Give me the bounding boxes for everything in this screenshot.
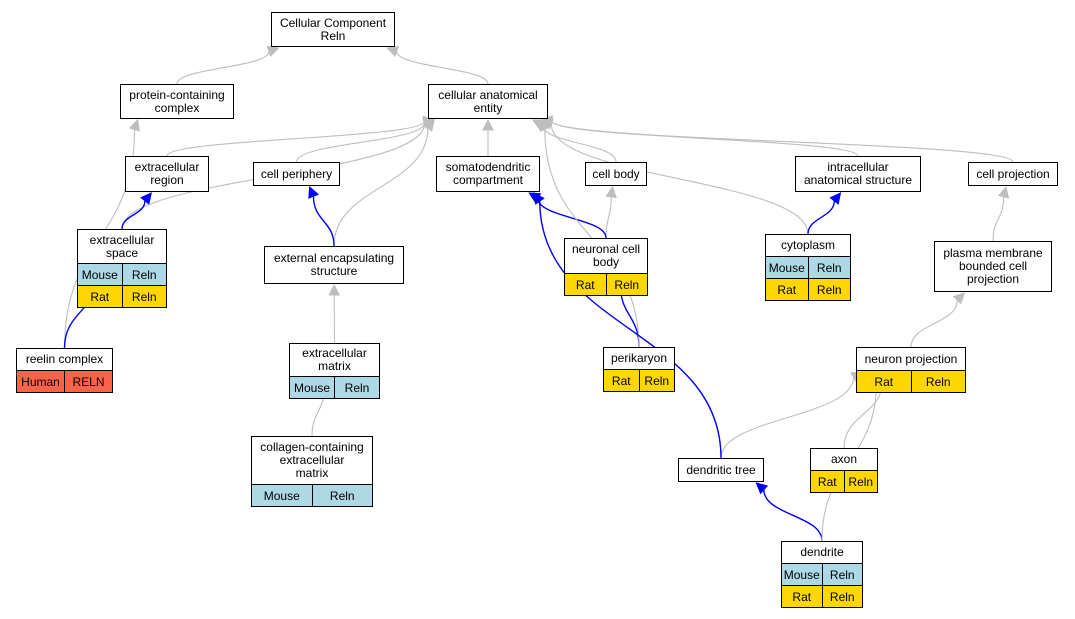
annotation-species: Mouse (252, 485, 312, 506)
node-dendritic-tree[interactable]: dendritic tree (678, 458, 764, 482)
annotation-table-axon: Rat Reln (810, 471, 878, 493)
annotation-gene: Reln (605, 274, 647, 295)
node-cytoplasm[interactable]: cytoplasm (765, 234, 851, 257)
node-cell-periphery[interactable]: cell periphery (253, 162, 340, 186)
arrowhead-neuron-projection-to-plasma-membrane-projection (952, 292, 966, 305)
node-cc-root[interactable]: Cellular Component Reln (271, 12, 395, 47)
annotation-table-neuron-projection: Rat Reln (856, 371, 966, 393)
node-extracellular-region[interactable]: extracellular region (125, 156, 209, 192)
annotation-gene: Reln (121, 286, 166, 307)
edge-cellular-anatomical-entity-to-cc-root (396, 51, 489, 85)
edge-protein-complex-to-cc-root (176, 51, 270, 85)
annotation-species: Mouse (290, 377, 334, 398)
arrowhead-protein-complex-to-cc-root (266, 46, 280, 57)
edge-external-encapsulating-to-cell-periphery (312, 196, 335, 247)
annotation-gene: Reln (311, 485, 372, 506)
edge-cytoplasm-to-intracellular (807, 200, 835, 235)
node-extracellular-matrix[interactable]: extracellular matrix (289, 343, 380, 377)
annotation-table-cytoplasm: Rat Reln (765, 279, 851, 301)
annotation-gene: RELN (64, 371, 112, 392)
node-plasma-membrane-bounded-cell-projection[interactable]: plasma membrane bounded cell projection (934, 241, 1052, 292)
edge-cell-projection-to-cellular-anatomical-entity (551, 120, 1014, 163)
annotation-gene: Reln (821, 586, 862, 607)
arrowhead-neuronal-cell-body-to-cell-body (605, 185, 617, 199)
annotation-species: Human (17, 371, 64, 392)
annotation-table-cytoplasm: Mouse Reln (765, 257, 851, 279)
edge-cytoplasm-to-cellular-anatomical-entity (550, 123, 809, 235)
edge-external-encapsulating-to-cellular-anatomical-entity (333, 127, 429, 247)
edge-neuron-projection-to-plasma-membrane-projection (910, 300, 958, 348)
arrowhead-reelin-complex-to-protein-complex (128, 118, 140, 132)
arrowhead-external-encapsulating-to-cell-periphery (308, 185, 320, 199)
annotation-species: Rat (811, 471, 844, 492)
arrowhead-dendritic-tree-to-somatodendritic (533, 192, 545, 205)
annotation-gene: Reln (334, 377, 379, 398)
arrowhead-extracellular-matrix-to-external-encapsulating (328, 283, 341, 296)
annotation-species: Rat (782, 586, 822, 607)
node-intracellular-anatomical-structure[interactable]: intracellular anatomical structure (795, 156, 921, 192)
annotation-table-dendrite: Rat Reln (781, 586, 863, 608)
edge-extracellular-region-to-cellular-anatomical-entity (166, 120, 425, 157)
node-external-encapsulating-structure[interactable]: external encapsulating structure (264, 246, 404, 284)
annotation-species: Mouse (766, 257, 808, 278)
edge-plasma-membrane-projection-to-cell-projection (992, 196, 1005, 242)
annotation-species: Mouse (78, 264, 122, 285)
annotation-table-extracellular-space: Mouse Reln (77, 264, 167, 286)
node-reelin-complex[interactable]: reelin complex (16, 348, 113, 371)
node-collagen-containing-extracellular-matrix[interactable]: collagen-containing extracellular matrix (251, 436, 373, 485)
edge-intracellular-to-cellular-anatomical-entity (551, 120, 859, 157)
annotation-gene: Reln (638, 370, 674, 391)
annotation-species: Mouse (782, 564, 822, 585)
node-somatodendritic-compartment[interactable]: somatodendritic compartment (436, 156, 540, 192)
node-perikaryon[interactable]: perikaryon (603, 347, 675, 370)
node-protein-containing-complex[interactable]: protein-containing complex (120, 84, 234, 119)
annotation-gene: Reln (807, 279, 850, 300)
annotation-gene: Reln (121, 264, 166, 285)
arrowhead-somatodendritic-to-cellular-anatomical-entity (482, 118, 494, 131)
annotation-table-extracellular-matrix: Mouse Reln (289, 377, 380, 399)
arrowhead-cytoplasm-to-intracellular (829, 192, 842, 205)
edge-extracellular-space-to-extracellular-region (121, 200, 146, 230)
edge-dendritic-tree-to-neuron-projection (720, 377, 855, 459)
annotation-gene: Reln (807, 257, 850, 278)
node-cell-body[interactable]: cell body (585, 162, 647, 186)
node-neuronal-cell-body[interactable]: neuronal cell body (564, 238, 648, 274)
node-cell-projection[interactable]: cell projection (968, 162, 1058, 186)
node-neuron-projection[interactable]: neuron projection (856, 347, 966, 371)
annotation-species: Rat (565, 274, 606, 295)
annotation-table-dendrite: Mouse Reln (781, 564, 863, 586)
annotation-table-collagen-containing-extracellular-matrix: Mouse Reln (251, 485, 373, 507)
arrowhead-dendrite-to-dendritic-tree (755, 482, 769, 495)
annotation-gene: Reln (821, 564, 862, 585)
node-dendrite[interactable]: dendrite (781, 541, 863, 564)
annotation-species: Rat (604, 370, 639, 391)
node-extracellular-space[interactable]: extracellular space (77, 229, 167, 264)
arrowhead-plasma-membrane-projection-to-cell-projection (997, 185, 1010, 199)
annotation-table-reelin-complex: Human RELN (16, 371, 113, 393)
annotation-species: Rat (78, 286, 122, 307)
edge-dendrite-to-dendritic-tree (763, 489, 823, 542)
annotation-species: Rat (857, 371, 911, 392)
annotation-table-neuronal-cell-body: Rat Reln (564, 274, 648, 296)
node-axon[interactable]: axon (810, 448, 878, 471)
edge-neuronal-cell-body-to-somatodendritic (537, 197, 607, 239)
annotation-table-perikaryon: Rat Reln (603, 370, 675, 392)
edge-dendritic-tree-to-somatodendritic (539, 201, 722, 459)
arrowhead-external-encapsulating-to-cellular-anatomical-entity (423, 119, 435, 132)
annotation-species: Rat (766, 279, 808, 300)
edge-cell-periphery-to-cellular-anatomical-entity (295, 122, 425, 163)
annotation-gene: Reln (910, 371, 965, 392)
annotation-table-extracellular-space: Rat Reln (77, 286, 167, 308)
node-cellular-anatomical-entity[interactable]: cellular anatomical entity (428, 84, 548, 119)
arrowhead-cellular-anatomical-entity-to-cc-root (386, 46, 400, 58)
edge-neuronal-cell-body-to-cell-body (605, 196, 612, 239)
arrowhead-extracellular-space-to-extracellular-region (140, 192, 152, 205)
annotation-gene: Reln (843, 471, 877, 492)
